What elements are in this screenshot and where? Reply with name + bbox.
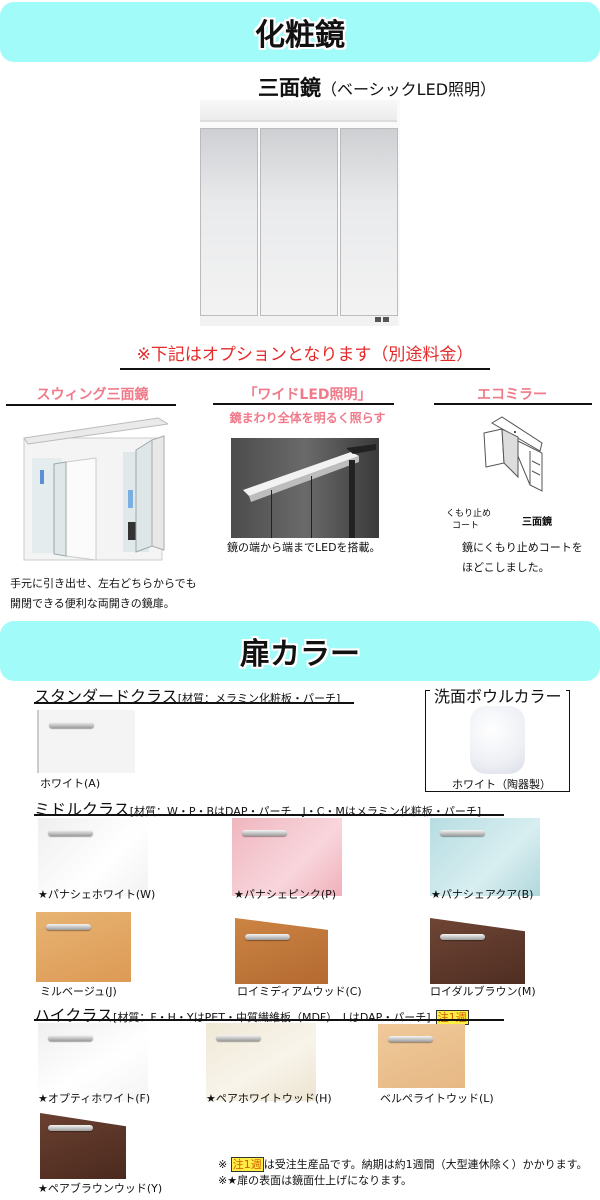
option-note: ※下記はオプションとなります（別途料金） [120, 340, 490, 370]
color-swatch-roy-dal-brown[interactable] [430, 918, 525, 984]
color-swatch-roy-medium-wood[interactable] [235, 918, 328, 984]
mirror-section-banner: 化粧鏡 [0, 2, 600, 62]
divider [434, 403, 592, 405]
bowl-white-swatch[interactable] [470, 706, 525, 774]
color-label: ★パナシェピンク(P) [234, 888, 337, 901]
made-to-order-badge: 注1週 [435, 1010, 469, 1025]
door-color-section-banner: 扉カラー [0, 621, 600, 681]
option-wide-led-description: 鏡の端から端までLEDを搭載。 [227, 541, 381, 554]
switch-icon [375, 317, 381, 322]
eco-coat-label: くもり止め コート [446, 509, 492, 531]
eco-mirror-label: 三面鏡 [522, 517, 552, 528]
color-label: ロイミディアムウッド(C) [237, 985, 362, 998]
standard-class-title: スタンダードクラス[材質：メラミン化粧板・パーチ] [34, 687, 341, 706]
color-swatch-panache-aqua[interactable] [430, 818, 540, 896]
color-label: ★ペアブラウンウッド(Y) [38, 1182, 163, 1195]
product-title-sub: （ベーシックLED照明） [321, 80, 497, 99]
mirror-section-title: 化粧鏡 [255, 18, 345, 53]
color-label: ★パナシェホワイト(W) [38, 888, 156, 901]
bowl-color-title: 洗面ボウルカラー [430, 683, 566, 707]
color-label: ミルベージュ(J) [40, 985, 117, 998]
divider [34, 702, 354, 704]
divider [6, 404, 176, 406]
divider [34, 1019, 504, 1021]
footnote-made-to-order: ※ 注1週は受注生産品です。納期は約1週間（大型連休除く）かかります。 [218, 1157, 588, 1172]
color-label: ★ペアホワイトウッド(H) [206, 1092, 332, 1105]
door-color-section-title: 扉カラー [240, 637, 360, 672]
color-label: ベルペライトウッド(L) [380, 1092, 494, 1105]
color-swatch-pair-brown-wood[interactable] [40, 1113, 126, 1179]
three-panel-mirror-image [200, 100, 400, 326]
color-swatch-panache-pink[interactable] [232, 818, 342, 896]
color-swatch-belpera-light-wood[interactable] [378, 1024, 465, 1088]
option-swing-description: 手元に引き出せ、左右どちらからでも 開閉できる便利な両開きの鏡扉。 [10, 577, 197, 610]
swing-mirror-image [18, 410, 170, 570]
color-swatch-opti-white[interactable] [38, 1023, 148, 1101]
option-eco-mirror-description: 鏡にくもり止めコートを ほどこしました。 [462, 541, 583, 574]
divider [213, 403, 394, 405]
eco-mirror-diagram [480, 415, 560, 495]
color-swatch-panache-white[interactable] [38, 818, 148, 896]
option-wide-led-subtitle: 鏡まわり全体を明るく照らす [229, 411, 386, 425]
made-to-order-badge: 注1週 [230, 1157, 264, 1172]
color-swatch-mil-beige[interactable] [36, 912, 131, 982]
option-wide-led-title: 「ワイドLED照明」 [243, 387, 372, 403]
color-label: ロイダルブラウン(M) [430, 985, 536, 998]
color-label: ★パナシェアクア(B) [431, 888, 534, 901]
option-eco-mirror-title: エコミラー [477, 387, 547, 403]
bowl-color-label: ホワイト（陶器製） [452, 778, 551, 791]
option-swing-title: スウィング三面鏡 [36, 387, 149, 403]
product-title: 三面鏡（ベーシックLED照明） [258, 72, 496, 102]
divider [34, 814, 504, 816]
footnote-mirror-finish: ※★扉の表面は鏡面仕上げになります。 [218, 1174, 412, 1187]
color-label: ホワイト(A) [40, 777, 101, 790]
color-swatch-pair-white-wood[interactable] [206, 1023, 316, 1101]
color-label: ★オプティホワイト(F) [38, 1092, 151, 1105]
wide-led-image [231, 438, 379, 538]
product-title-main: 三面鏡 [258, 76, 321, 100]
color-swatch-white-a[interactable] [37, 710, 135, 773]
middle-class-title: ミドルクラス[材質：W・P・BはDAP・パーチ J・C・Mはメラミン化粧板・パー… [34, 800, 482, 819]
switch-icon [383, 317, 389, 322]
